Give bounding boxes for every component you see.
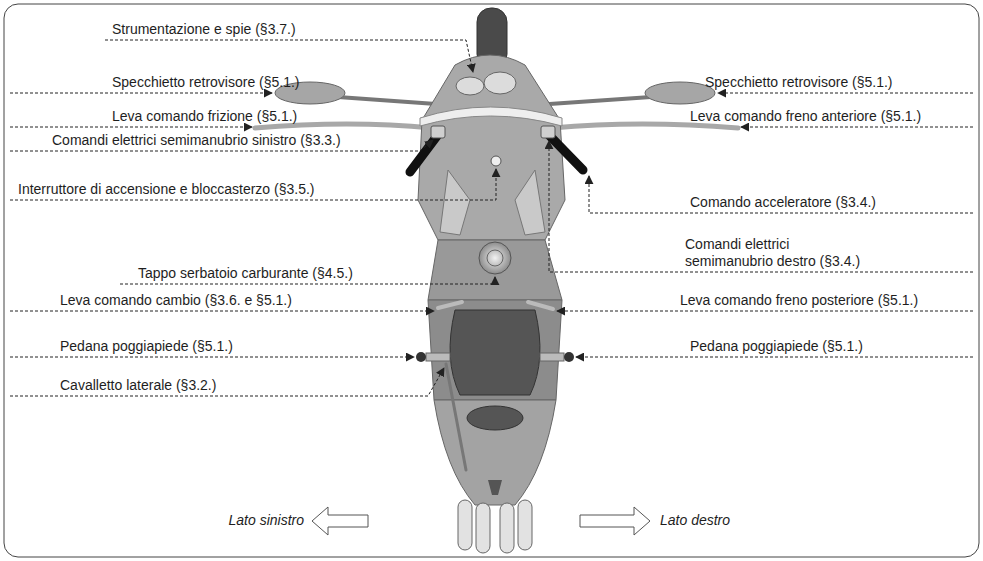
frame: [4, 4, 979, 557]
part-label: Interruttore di accensione e bloccasterz…: [18, 181, 315, 198]
leader-line: [589, 176, 973, 213]
rear-brake-lever: [528, 302, 553, 309]
footpeg: [540, 353, 564, 361]
leader-line: [10, 368, 444, 396]
left-switch: [431, 126, 445, 138]
right-arrow: [580, 507, 650, 535]
tail: [434, 400, 556, 505]
right-switch: [541, 126, 555, 138]
footpeg-end: [564, 352, 574, 362]
part-label: Comandi elettrici semimanubrio sinistro …: [52, 132, 341, 149]
part-label: Cavalletto laterale (§3.2.): [60, 377, 216, 394]
part-label: Leva comando freno anteriore (§5.1.): [690, 108, 921, 125]
brake-lever: [552, 124, 738, 128]
exhaust-pipe: [458, 500, 472, 550]
tank: [428, 240, 562, 300]
tail-logo: [488, 480, 502, 495]
footpeg-end: [416, 352, 426, 362]
instrument: [456, 77, 484, 95]
pillion-seat: [467, 406, 523, 430]
leader-line: [10, 311, 434, 312]
instrument: [484, 72, 516, 94]
part-label: Specchietto retrovisore (§5.1.): [705, 74, 893, 91]
leader-line: [741, 127, 973, 128]
part-label: Leva comando freno posteriore (§5.1.): [680, 292, 918, 309]
ignition-switch: [491, 156, 501, 166]
fuel-cap: [479, 242, 511, 274]
part-label: Comando acceleratore (§3.4.): [690, 194, 876, 211]
leader-line: [10, 169, 496, 200]
part-label: Pedana poggiapiede (§5.1.): [690, 338, 863, 355]
leader-line: [105, 40, 473, 72]
mirror: [645, 82, 715, 104]
footpeg: [426, 353, 450, 361]
part-label: Strumentazione e spie (§3.7.): [112, 21, 296, 38]
body: [428, 300, 562, 400]
exhaust-pipe: [500, 503, 514, 553]
leader-line: [549, 141, 973, 272]
side-panel: [440, 170, 470, 235]
exhaust-pipe: [518, 500, 532, 550]
part-label: Pedana poggiapiede (§5.1.): [60, 338, 233, 355]
leader-line: [10, 127, 252, 128]
part-label: Comandi elettrici semimanubrio destro (§…: [685, 236, 881, 270]
leader-line: [576, 357, 973, 358]
part-label: Specchietto retrovisore (§5.1.): [112, 74, 300, 91]
leader-line: [10, 93, 272, 94]
part-label: Tappo serbatoio carburante (§4.5.): [138, 265, 353, 282]
gear-lever: [438, 302, 462, 308]
leader-line: [10, 357, 414, 358]
leader-lines: [10, 40, 973, 396]
clutch-lever: [255, 124, 432, 128]
seat: [450, 310, 540, 395]
leader-line: [557, 311, 973, 312]
exhaust-pipe: [476, 503, 490, 553]
side-panel: [515, 170, 545, 235]
left-arrow: [312, 507, 368, 535]
leader-line: [718, 93, 973, 94]
fuel-cap-ring: [487, 250, 503, 266]
side-label: Lato destro: [660, 512, 730, 529]
front-fairing: [418, 55, 565, 240]
side-stand: [446, 364, 466, 470]
part-label: Leva comando cambio (§3.6. e §5.1.): [60, 292, 292, 309]
side-label: Lato sinistro: [229, 512, 304, 529]
part-label: Leva comando frizione (§5.1.): [112, 108, 297, 125]
fairing-band: [420, 107, 562, 126]
